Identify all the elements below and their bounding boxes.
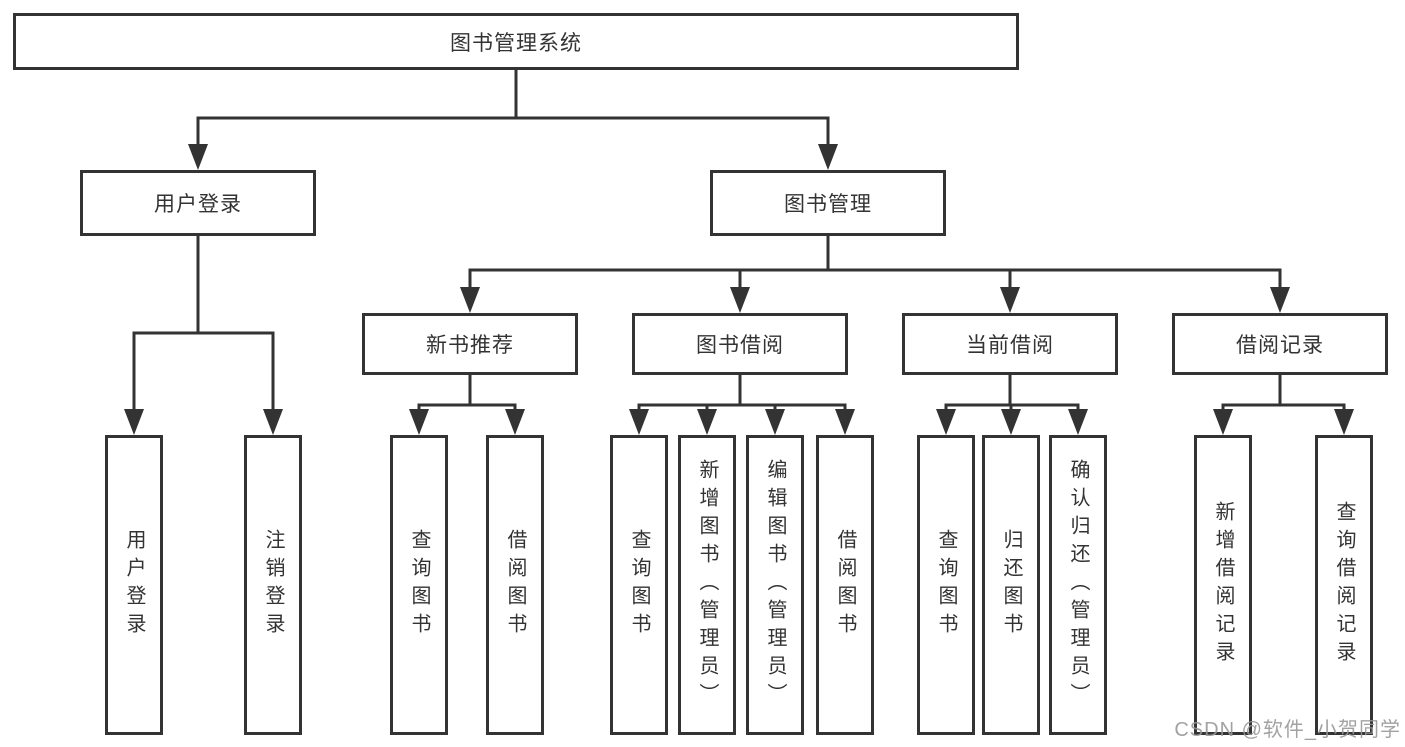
node-label: 新增借阅记录: [1212, 501, 1234, 669]
arrowhead: [188, 144, 208, 170]
leaf-borrow-books: 借阅图书: [816, 435, 874, 735]
node-label: 用户登录: [154, 193, 242, 216]
node-label: 确认归还（管理员）: [1067, 459, 1089, 711]
node-borrowing-records: 借阅记录: [1172, 313, 1388, 375]
node-label: 编辑图书（管理员）: [764, 459, 786, 711]
arrowhead: [1068, 409, 1088, 435]
connector-records-bar: [1221, 403, 1346, 412]
arrowhead: [460, 287, 480, 313]
node-label: 新书推荐: [426, 334, 514, 357]
node-label: 借阅图书: [504, 529, 526, 641]
arrowhead: [263, 409, 283, 435]
node-label: 新增图书（管理员）: [696, 459, 718, 711]
node-label: 注销登录: [262, 529, 284, 641]
leaf-query-borrow-record: 查询借阅记录: [1315, 435, 1373, 735]
node-current-borrowing: 当前借阅: [902, 313, 1118, 375]
connector-user-login-bar: [132, 331, 275, 412]
arrowhead: [1270, 287, 1290, 313]
arrowhead: [1000, 287, 1020, 313]
csdn-watermark: CSDN @软件_小贺同学: [1174, 719, 1401, 741]
arrowhead: [730, 287, 750, 313]
arrowhead: [124, 409, 144, 435]
leaf-return-books: 归还图书: [982, 435, 1040, 735]
arrowhead: [505, 409, 525, 435]
arrowhead: [1334, 409, 1354, 435]
node-label: 图书管理系统: [450, 31, 582, 55]
leaf-query-books-current: 查询图书: [917, 435, 975, 735]
leaf-query-books-borrowing: 查询图书: [610, 435, 668, 735]
arrowhead: [1213, 409, 1233, 435]
node-library-management-system: 图书管理系统: [13, 13, 1019, 70]
connector-new-book-bar: [417, 403, 517, 412]
arrowhead: [835, 409, 855, 435]
leaf-query-books-recommend: 查询图书: [390, 435, 448, 735]
node-label: 用户登录: [123, 529, 145, 641]
leaf-logout: 注销登录: [244, 435, 302, 735]
node-label: 借阅记录: [1236, 334, 1324, 357]
node-user-login: 用户登录: [80, 170, 316, 236]
node-new-book-recommendation: 新书推荐: [362, 313, 578, 375]
leaf-borrow-books-recommend: 借阅图书: [486, 435, 544, 735]
leaf-user-login: 用户登录: [105, 435, 163, 735]
arrowhead: [697, 409, 717, 435]
node-label: 查询图书: [408, 529, 430, 641]
node-book-management: 图书管理: [710, 170, 946, 236]
arrowhead: [818, 144, 838, 170]
arrowhead: [765, 409, 785, 435]
node-label: 图书管理: [784, 193, 872, 216]
leaf-add-borrow-record: 新增借阅记录: [1194, 435, 1252, 735]
arrowhead: [409, 409, 429, 435]
leaf-add-books-admin: 新增图书（管理员）: [678, 435, 736, 735]
node-label: 归还图书: [1000, 529, 1022, 641]
leaf-confirm-return-admin: 确认归还（管理员）: [1049, 435, 1107, 735]
connector-root-bar: [196, 116, 830, 150]
node-label: 图书借阅: [696, 334, 784, 357]
arrowhead: [1001, 409, 1021, 435]
leaf-edit-books-admin: 编辑图书（管理员）: [746, 435, 804, 735]
connector-book-management-bar: [468, 268, 1282, 292]
node-label: 借阅图书: [834, 529, 856, 641]
node-label: 查询借阅记录: [1333, 501, 1355, 669]
node-label: 当前借阅: [966, 334, 1054, 357]
node-book-borrowing: 图书借阅: [632, 313, 848, 375]
connector-borrowing-bar: [637, 403, 847, 412]
arrowhead: [936, 409, 956, 435]
node-label: 查询图书: [628, 529, 650, 641]
node-label: 查询图书: [935, 529, 957, 641]
arrowhead: [629, 409, 649, 435]
